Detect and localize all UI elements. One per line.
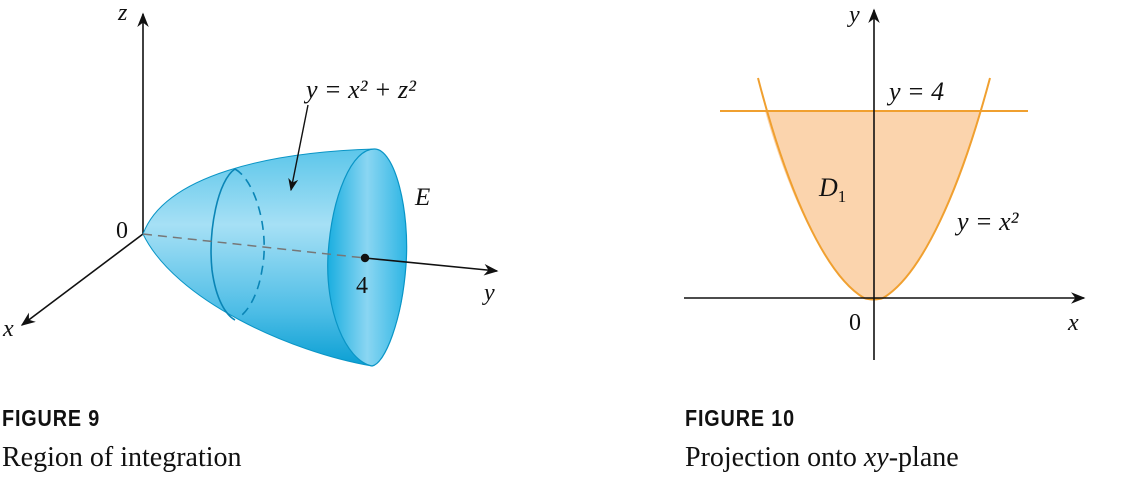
origin-label: 0 bbox=[849, 310, 861, 336]
z-axis-label: z bbox=[117, 0, 128, 26]
region-d1 bbox=[765, 111, 981, 300]
origin-label: 0 bbox=[116, 218, 128, 244]
region-label-d: D1 bbox=[818, 173, 846, 206]
surface-equation: y = x² + z² bbox=[303, 75, 417, 104]
figure-10-diagram: y x 0 y = 4 y = x² D1 bbox=[684, 2, 1086, 360]
point-y4 bbox=[360, 253, 370, 263]
region-label-d-main: D bbox=[818, 173, 838, 202]
figure-9-number: FIGURE 9 bbox=[2, 405, 101, 431]
figure-10-caption-suffix: -plane bbox=[888, 442, 959, 473]
figure-10-caption-prefix: Projection onto bbox=[685, 442, 864, 473]
figure-10-number: FIGURE 10 bbox=[685, 405, 795, 431]
line-y4-label: y = 4 bbox=[886, 77, 944, 106]
figure-10-caption: Projection onto xy-plane bbox=[685, 442, 959, 474]
region-label-d-subscript: 1 bbox=[838, 187, 847, 206]
x-axis bbox=[20, 233, 144, 326]
curve-label: y = x² bbox=[954, 207, 1020, 236]
equation-pointer bbox=[288, 104, 309, 192]
y-axis bbox=[364, 257, 499, 276]
y-axis-hidden bbox=[142, 233, 366, 259]
figure-9-diagram: z x y 0 4 y = x² + z² E bbox=[2, 0, 499, 367]
figure-9-caption: Region of integration bbox=[2, 442, 242, 473]
cross-section-back bbox=[234, 168, 265, 319]
x-axis-label: x bbox=[1067, 310, 1079, 336]
cross-section-front bbox=[210, 168, 236, 321]
tick-label-4: 4 bbox=[356, 273, 368, 299]
region-label-e: E bbox=[414, 184, 430, 211]
figure-10-caption-italic: xy bbox=[863, 442, 889, 473]
x-axis-label: x bbox=[2, 316, 14, 342]
y-axis-label: y bbox=[482, 280, 495, 306]
y-axis-label: y bbox=[847, 2, 860, 28]
